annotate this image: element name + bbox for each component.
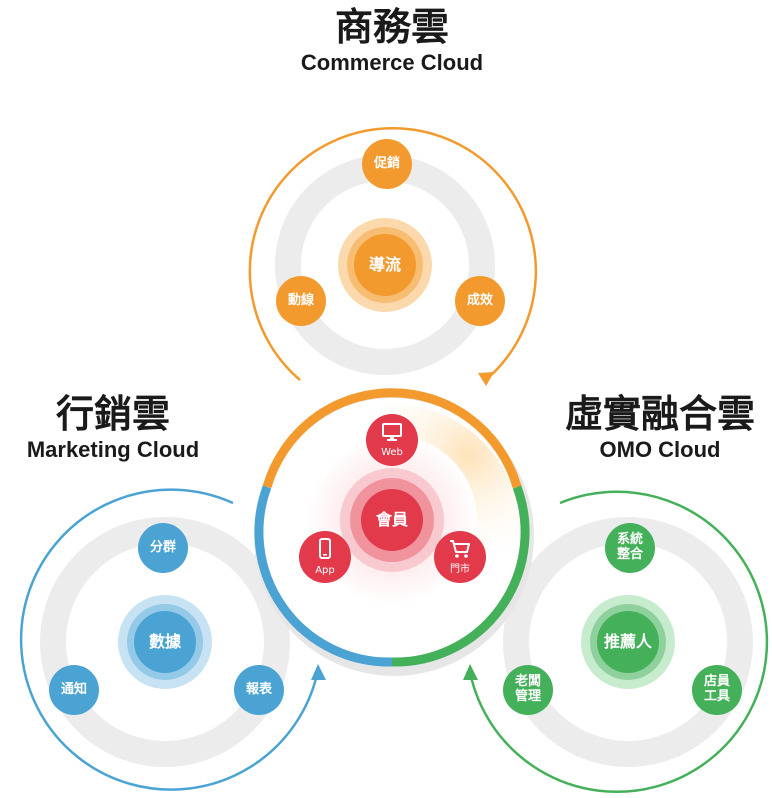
- commerce-subtitle: Commerce Cloud: [300, 50, 484, 75]
- hub-rim-green: [391, 485, 530, 667]
- member-channel-web-label: Web: [381, 446, 403, 458]
- member-channel-web: Web: [366, 414, 418, 466]
- member-channel-store: 門市: [434, 531, 486, 583]
- commerce-center-node: 導流: [354, 234, 416, 296]
- omo-center-node: 推薦人: [597, 611, 659, 673]
- monitor-icon: [381, 422, 403, 445]
- commerce-node-promotion: 促銷: [362, 139, 412, 189]
- marketing-subtitle: Marketing Cloud: [26, 437, 200, 462]
- commerce-title: 商務雲: [334, 5, 450, 49]
- marketing-node-report: 報表: [234, 665, 284, 715]
- commerce-arrow-head: [478, 372, 494, 386]
- omo-arrow-head: [463, 664, 478, 680]
- marketing-arrow-head: [311, 664, 326, 680]
- marketing-title: 行銷雲: [55, 392, 171, 436]
- commerce-node-flow: 動線: [276, 276, 326, 326]
- omo-title: 虛實融合雲: [564, 392, 756, 436]
- omo-node-boss-management: 老闆 管理: [503, 665, 553, 715]
- marketing-node-notify: 通知: [49, 665, 99, 715]
- marketing-node-segment: 分群: [138, 523, 188, 573]
- commerce-node-result: 成效: [455, 276, 505, 326]
- member-channel-store-label: 門市: [450, 563, 470, 575]
- omo-node-system-integration: 系統 整合: [605, 523, 655, 573]
- omo-node-staff-tools: 店員 工具: [692, 665, 742, 715]
- hub-rim-blue: [254, 485, 393, 667]
- member-channel-app-label: App: [315, 564, 335, 576]
- phone-icon: [318, 537, 332, 563]
- cart-icon: [449, 539, 471, 562]
- marketing-arc: [19, 488, 320, 791]
- hub-rim-orange: [262, 388, 522, 489]
- commerce-arc: [248, 127, 538, 381]
- omo-arc: [468, 490, 769, 794]
- omo-subtitle: OMO Cloud: [599, 437, 721, 462]
- member-center-node: 會員: [361, 489, 423, 551]
- member-channel-app: App: [299, 531, 351, 583]
- marketing-center-node: 數據: [134, 611, 196, 673]
